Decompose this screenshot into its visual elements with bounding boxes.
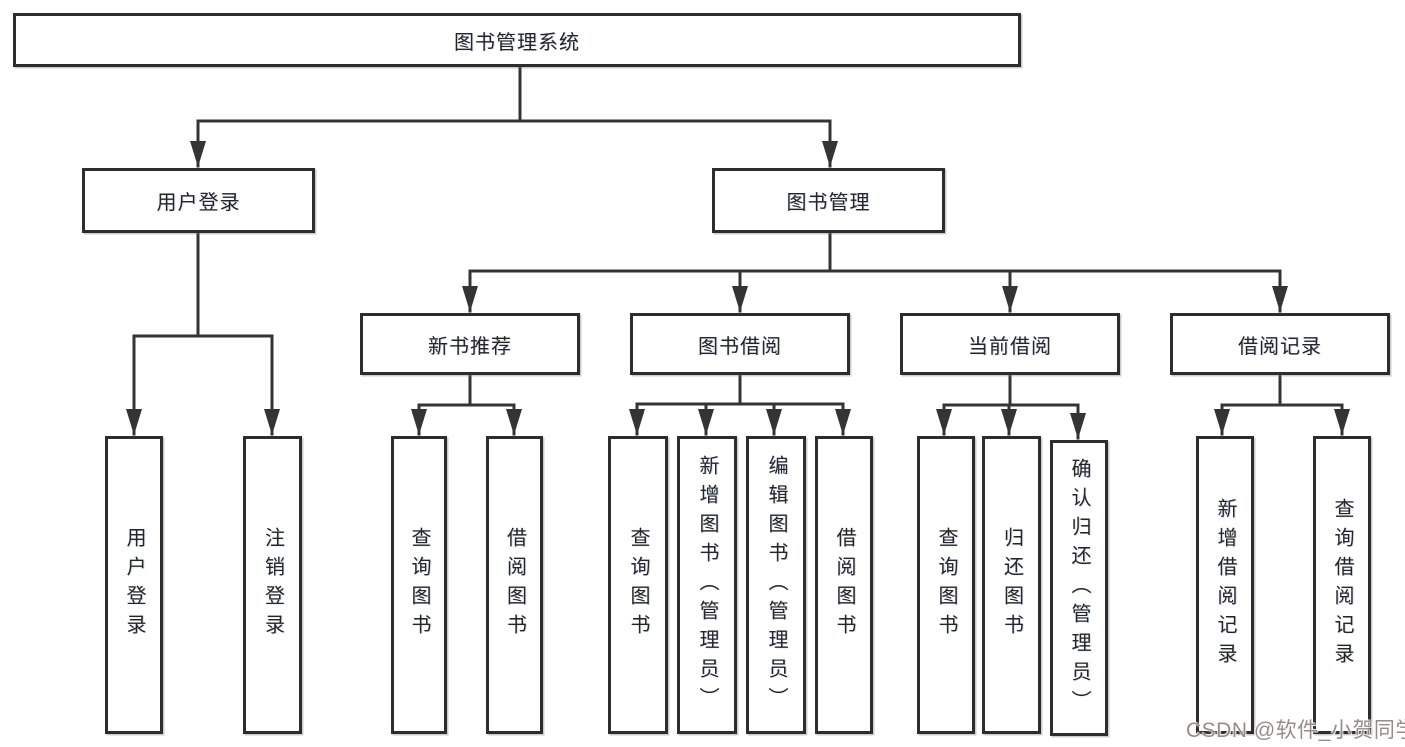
leaf-label: 查询借阅记录 (1331, 498, 1353, 672)
leaf-label: 新增借阅记录 (1214, 498, 1236, 672)
leaf-borrowing-borrow-books: 借阅图书 (815, 436, 873, 734)
node-new-book-recommendation: 新书推荐 (360, 313, 580, 375)
csdn-watermark: CSDN @软件_小贺同学 (1186, 719, 1405, 742)
leaf-confirm-return-admin: 确认归还（管理员） (1050, 440, 1108, 736)
leaf-return-books: 归还图书 (982, 436, 1041, 734)
node-borrowing-records: 借阅记录 (1170, 313, 1390, 375)
node-label: 用户登录 (156, 192, 241, 214)
leaf-add-borrow-record: 新增借阅记录 (1196, 436, 1254, 734)
leaf-label: 确认归还（管理员） (1068, 457, 1090, 719)
leaf-recommend-borrow-books: 借阅图书 (486, 436, 543, 734)
node-label: 新书推荐 (428, 335, 512, 358)
leaf-query-borrow-record: 查询借阅记录 (1313, 436, 1371, 734)
leaf-current-query-books: 查询图书 (917, 436, 975, 734)
node-label: 当前借阅 (968, 335, 1052, 358)
leaf-label: 归还图书 (1000, 527, 1023, 643)
leaf-label: 编辑图书（管理员） (765, 454, 787, 716)
node-library-system: 图书管理系统 (13, 13, 1021, 67)
node-user-login: 用户登录 (82, 168, 315, 233)
leaf-user-login: 用户登录 (105, 436, 163, 734)
leaf-label: 借阅图书 (503, 527, 526, 643)
leaf-recommend-query-books: 查询图书 (391, 436, 447, 734)
leaf-label: 新增图书（管理员） (696, 454, 718, 716)
leaf-logout: 注销登录 (243, 436, 302, 734)
node-label: 图书借阅 (698, 335, 782, 358)
leaf-label: 查询图书 (935, 527, 957, 643)
leaf-label: 查询图书 (627, 527, 649, 643)
leaf-label: 用户登录 (123, 527, 145, 643)
node-book-management: 图书管理 (712, 168, 945, 233)
leaf-label: 查询图书 (408, 527, 430, 643)
connector-skeleton (132, 65, 1344, 407)
node-label: 图书管理 (786, 192, 871, 214)
node-current-borrowing: 当前借阅 (900, 313, 1120, 375)
node-book-borrowing: 图书借阅 (630, 313, 850, 375)
leaf-label: 借阅图书 (833, 527, 855, 643)
node-label: 图书管理系统 (454, 31, 580, 54)
node-label: 借阅记录 (1238, 335, 1322, 358)
leaf-borrowing-query-books: 查询图书 (608, 436, 668, 734)
leaf-add-books-admin: 新增图书（管理员） (677, 436, 737, 734)
leaf-label: 注销登录 (261, 527, 284, 643)
leaf-edit-books-admin: 编辑图书（管理员） (746, 436, 806, 734)
